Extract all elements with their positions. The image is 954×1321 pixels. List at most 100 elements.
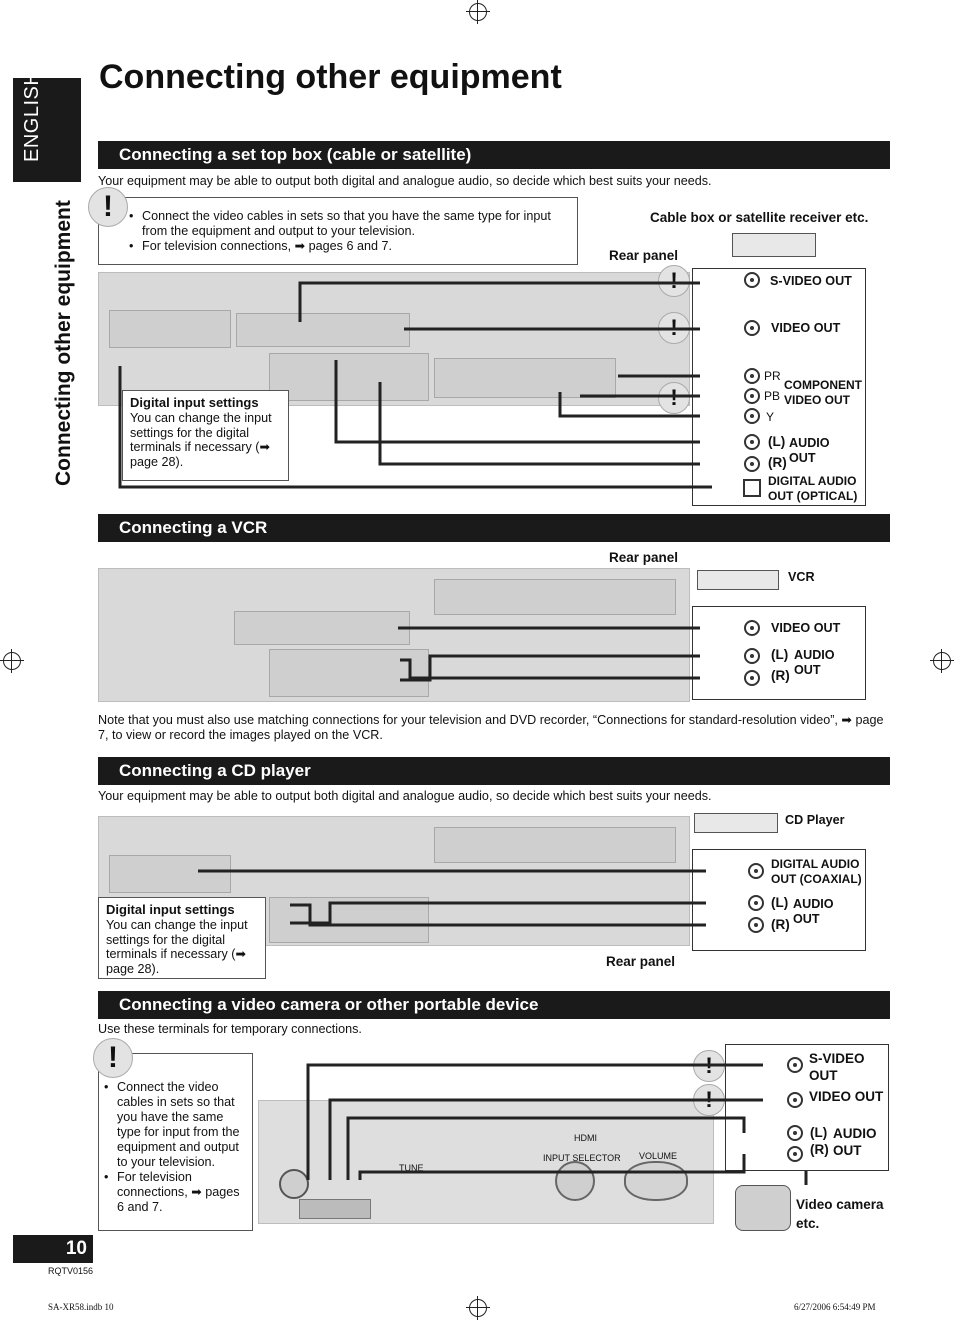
stb-audio-label: AUDIO OUT [789, 436, 830, 465]
cd-callout-title: Digital input settings [106, 902, 235, 917]
cable-line [358, 1154, 746, 1180]
registration-mark-left [0, 649, 24, 673]
camera-video-label: VIDEO OUT [809, 1089, 884, 1104]
section-heading-cd: Connecting a CD player [98, 757, 890, 785]
cable-line [378, 382, 700, 466]
vcr-r-label: (R) [771, 668, 790, 683]
cd-r-label: (R) [771, 917, 790, 932]
video-in-block [236, 313, 410, 347]
vcr-video-label: VIDEO OUT [771, 621, 841, 635]
stb-l-label: (L) [768, 434, 786, 449]
cd-intro: Your equipment may be able to output bot… [98, 789, 712, 803]
cable-line [328, 1098, 763, 1180]
caution-icon: ! [658, 265, 690, 297]
pb-label: PB [764, 389, 781, 403]
camera-note-2: For television connections, ➡ pages 6 an… [101, 1170, 249, 1215]
video-jack-icon [744, 320, 760, 336]
registration-mark-right [930, 649, 954, 673]
page-title: Connecting other equipment [99, 58, 562, 96]
caution-icon: ! [93, 1038, 133, 1078]
cable-line [400, 654, 700, 682]
y-jack-icon [744, 408, 760, 424]
power-button-icon [279, 1169, 309, 1199]
audio-l-jack-icon [748, 895, 764, 911]
stb-callout-title: Digital input settings [130, 395, 259, 410]
cable-line [290, 901, 706, 925]
vcr-note: Note that you must also use matching con… [98, 713, 884, 742]
cd-callout: Digital input settings You can change th… [98, 897, 266, 979]
camera-r-label: (R) [810, 1142, 829, 1157]
front-av-terminals [299, 1199, 371, 1219]
audio-r-jack-icon [787, 1146, 803, 1162]
receiver-front-panel: INPUT SELECTOR VOLUME TUNE HDMI [258, 1100, 714, 1224]
doc-code: RQTV0156 [48, 1266, 94, 1276]
audio-l-jack-icon [787, 1125, 803, 1141]
cd-output-box [692, 849, 866, 951]
camera-note-box: Connect the video cables in sets so that… [98, 1053, 253, 1231]
cd-rear-panel-label: Rear panel [606, 954, 676, 969]
camera-device-label: Video camera etc. [796, 1197, 884, 1231]
stb-note-2: For television connections, ➡ pages 6 an… [126, 239, 566, 254]
input-selector-knob [555, 1161, 595, 1201]
video-in-block [234, 611, 410, 645]
video-jack-icon [744, 620, 760, 636]
section-heading-camera: Connecting a video camera or other porta… [98, 991, 890, 1019]
cable-line [298, 281, 700, 322]
vcr-output-box [692, 606, 866, 700]
audio-in-block [269, 649, 429, 697]
video-camera-icon [735, 1185, 791, 1231]
stb-r-label: (R) [768, 455, 787, 470]
cable-line [118, 366, 712, 489]
volume-knob [624, 1161, 688, 1201]
audio-l-jack-icon [744, 434, 760, 450]
page-number: 10 [13, 1235, 93, 1263]
language-tab: ENGLISH [13, 71, 81, 182]
speaker-terminals [434, 827, 676, 863]
stb-callout-text: You can change the input settings for th… [130, 410, 272, 470]
cable-line [558, 392, 700, 418]
registration-mark-top [466, 0, 490, 24]
audio-in-block [269, 353, 429, 401]
cd-l-label: (L) [771, 895, 789, 910]
footer-left: SA-XR58.indb 10 [48, 1302, 114, 1312]
y-label: Y [766, 410, 775, 424]
svideo-jack-icon [744, 272, 760, 288]
cd-player-icon [694, 813, 778, 833]
vcr-audio-label: AUDIO OUT [794, 648, 835, 677]
optical-jack-icon [743, 479, 761, 497]
audio-r-jack-icon [748, 917, 764, 933]
stb-component-label: COMPONENT VIDEO OUT [784, 378, 862, 407]
coaxial-jack-icon [748, 863, 764, 879]
section-heading-vcr: Connecting a VCR [98, 514, 890, 542]
camera-l-label: (L) [810, 1125, 828, 1140]
registration-mark-bottom [466, 1296, 490, 1320]
cable-line [346, 1116, 746, 1180]
cd-audio-label: AUDIO OUT [793, 897, 834, 926]
speaker-terminals [434, 579, 676, 615]
stb-note-1: Connect the video cables in sets so that… [126, 209, 566, 239]
stb-output-box [692, 268, 866, 506]
stb-svideo-label: S-VIDEO OUT [770, 274, 852, 288]
audio-l-jack-icon [744, 648, 760, 664]
audio-r-jack-icon [744, 456, 760, 472]
cable-line [334, 360, 700, 444]
receiver-rear-panel [98, 272, 690, 406]
caution-icon: ! [88, 187, 128, 227]
component-video-block [434, 358, 616, 398]
cd-callout-text: You can change the input settings for th… [106, 917, 248, 977]
vcr-device-label: VCR [788, 570, 815, 584]
section-heading-stb: Connecting a set top box (cable or satel… [98, 141, 890, 169]
svideo-jack-icon [787, 1057, 803, 1073]
pr-label: PR [764, 369, 781, 383]
audio-r-jack-icon [744, 670, 760, 686]
cable-line [290, 903, 706, 927]
receiver-rear-panel [98, 568, 690, 702]
stb-intro: Your equipment may be able to output bot… [98, 174, 712, 188]
stb-callout: Digital input settings You can change th… [122, 390, 289, 481]
camera-note-1: Connect the video cables in sets so that… [101, 1080, 249, 1170]
stb-digital-label: DIGITAL AUDIO OUT (OPTICAL) [768, 474, 858, 503]
set-top-box-icon [732, 233, 816, 257]
camera-svideo-label: S-VIDEO OUT [809, 1051, 865, 1083]
footer-right: 6/27/2006 6:54:49 PM [794, 1302, 876, 1312]
